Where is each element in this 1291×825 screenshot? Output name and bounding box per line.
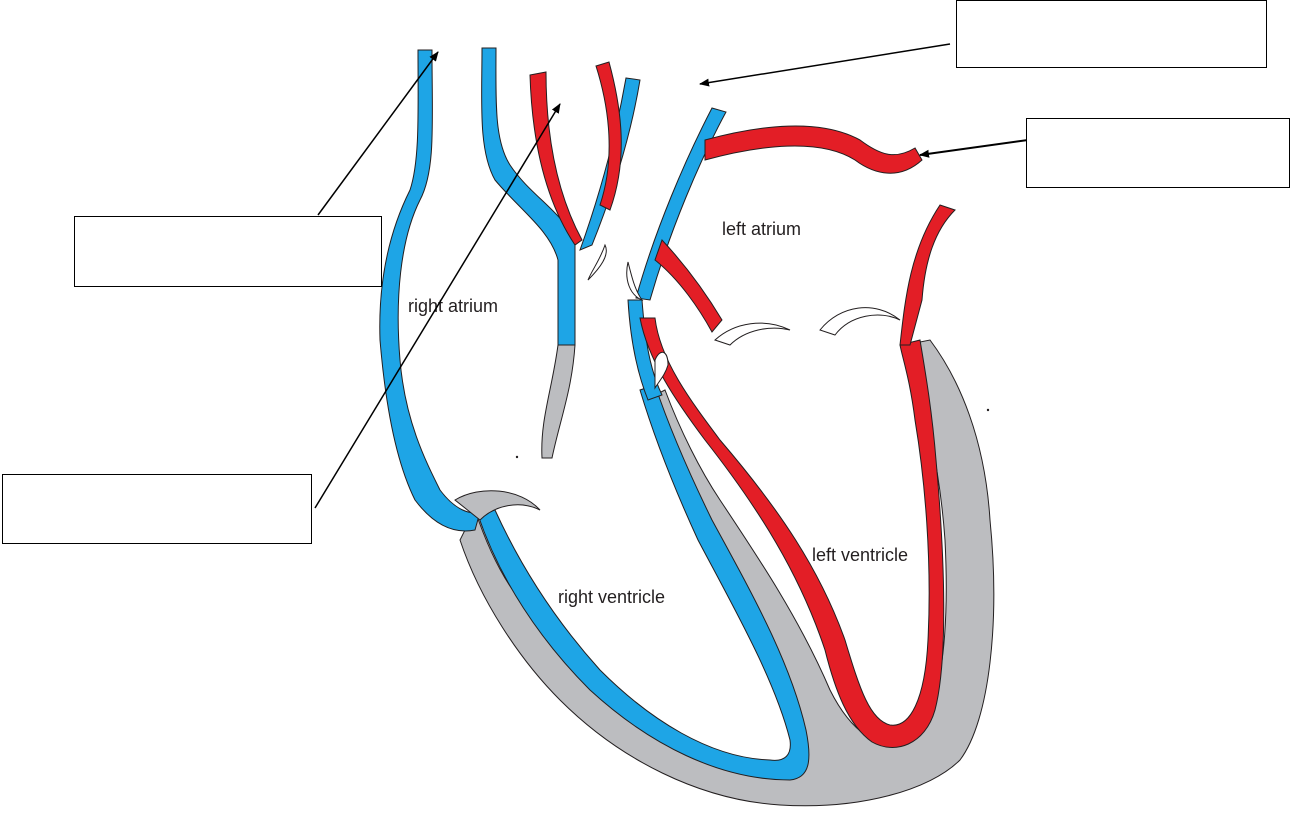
answer-box-right[interactable] <box>1026 118 1290 188</box>
superior-vena-cava-left-wall <box>380 50 480 531</box>
left-atrium-vessel <box>655 240 722 332</box>
answer-box-left-lower[interactable] <box>2 474 312 544</box>
right-ventricle-label: right ventricle <box>558 587 665 607</box>
left-ventricle-top-vessel <box>900 205 955 345</box>
answer-box-top-right[interactable] <box>956 0 1267 68</box>
left-atrium-label: left atrium <box>722 219 801 239</box>
pulmonary-vein <box>705 126 922 173</box>
arrow-top-right <box>700 44 950 84</box>
mitral-valve-right <box>820 308 900 335</box>
arrow-right <box>920 140 1028 155</box>
inferior-vena-cava <box>542 345 575 458</box>
arrow-left-lower <box>315 104 560 508</box>
right-atrium-label: right atrium <box>408 296 498 316</box>
answer-box-left-upper[interactable] <box>74 216 382 287</box>
pulmonary-valve-left <box>588 245 606 280</box>
mitral-valve-left <box>715 323 790 345</box>
dot-mark <box>987 409 989 411</box>
left-ventricle-label: left ventricle <box>812 545 908 565</box>
dot-mark <box>516 456 518 458</box>
